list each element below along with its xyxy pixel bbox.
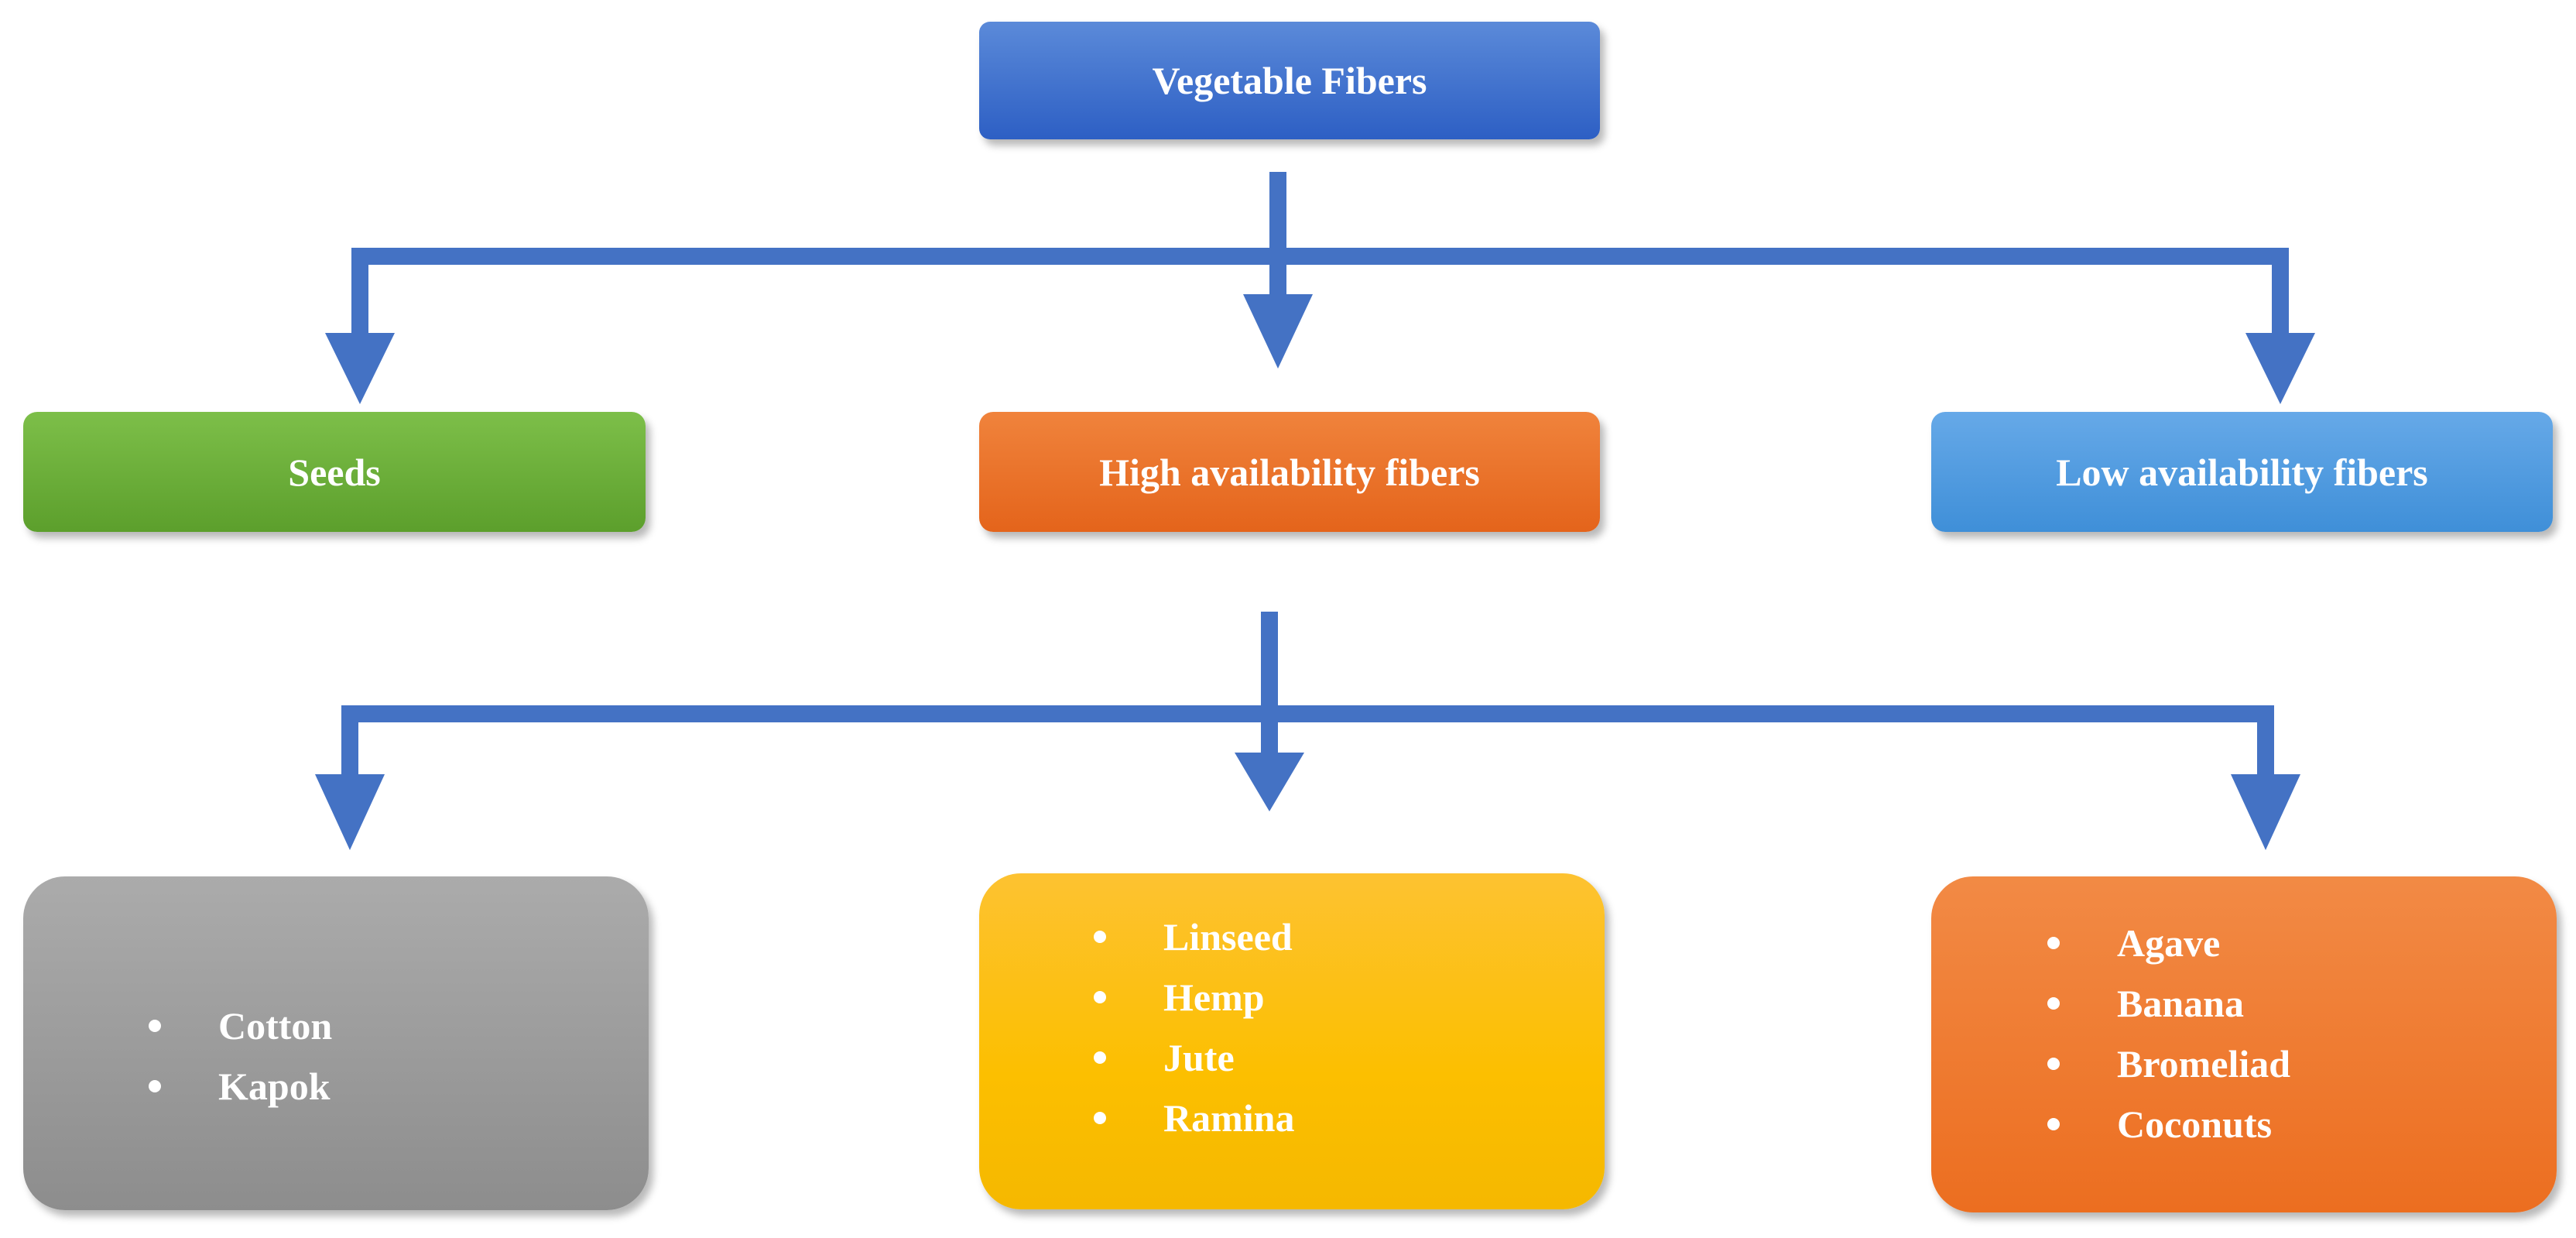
category-node-low-availability: Low availability fibers: [1931, 412, 2553, 532]
seeds-label: Seeds: [288, 450, 381, 494]
list-item: Bromeliad: [2047, 1034, 2290, 1094]
arrow-to-seeds: [325, 333, 395, 404]
seed-fibers-list: Cotton Kapok: [149, 996, 332, 1116]
list-item: Agave: [2047, 913, 2290, 973]
arrow-to-seed-list: [315, 774, 385, 850]
arrow-to-high: [1243, 294, 1313, 369]
list-item: Jute: [1094, 1027, 1294, 1088]
high-availability-list-box: Linseed Hemp Jute Ramina: [979, 873, 1605, 1209]
list-item: Coconuts: [2047, 1094, 2290, 1154]
seed-fibers-list-box: Cotton Kapok: [23, 876, 649, 1210]
list-item: Banana: [2047, 973, 2290, 1034]
arrow-to-high-list: [1235, 753, 1304, 811]
list-item: Ramina: [1094, 1088, 1294, 1148]
list-item: Cotton: [149, 996, 332, 1056]
list-item: Kapok: [149, 1056, 332, 1116]
arrow-to-low: [2245, 333, 2315, 404]
high-availability-list: Linseed Hemp Jute Ramina: [1094, 907, 1294, 1148]
root-node-vegetable-fibers: Vegetable Fibers: [979, 22, 1600, 139]
low-availability-label: Low availability fibers: [2056, 450, 2428, 494]
high-availability-label: High availability fibers: [1099, 450, 1480, 494]
root-label: Vegetable Fibers: [1152, 59, 1427, 102]
category-node-high-availability: High availability fibers: [979, 412, 1600, 532]
arrow-to-low-list: [2231, 774, 2300, 850]
list-item: Hemp: [1094, 967, 1294, 1027]
low-availability-list: Agave Banana Bromeliad Coconuts: [2047, 913, 2290, 1154]
list-item: Linseed: [1094, 907, 1294, 967]
low-availability-list-box: Agave Banana Bromeliad Coconuts: [1931, 876, 2557, 1212]
category-node-seeds: Seeds: [23, 412, 646, 532]
